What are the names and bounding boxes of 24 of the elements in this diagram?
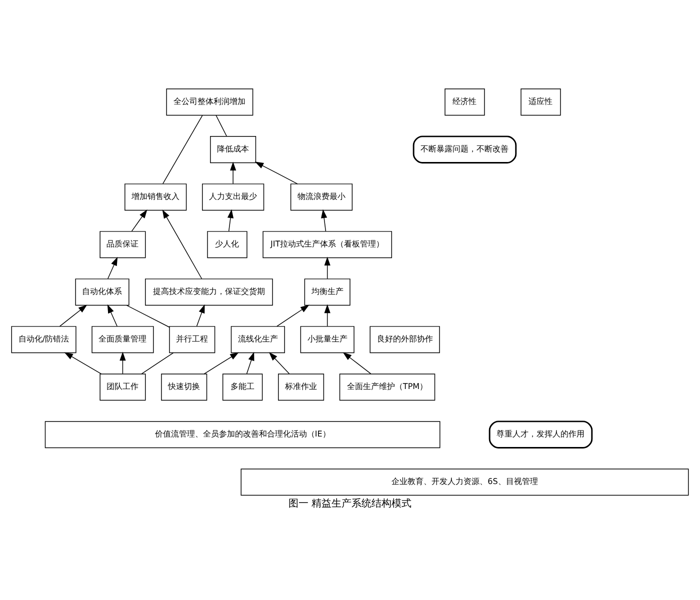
arrow [120,351,126,374]
arrow [230,161,236,184]
arrow [246,351,254,374]
connector [126,304,170,328]
arrow [59,304,88,326]
arrow [107,256,118,279]
connector [141,352,174,374]
connector [162,114,203,184]
arrow [324,304,330,326]
arrow [107,304,118,326]
arrow [162,209,202,279]
caption: 图一 精益生产系统结构模式 [288,498,412,509]
arrow [227,208,234,232]
arrow [276,304,310,326]
arrow [324,256,330,279]
arrow [321,208,328,232]
arrow [204,352,239,374]
connector [216,114,228,136]
arrow [64,352,102,374]
arrow [196,304,205,326]
arrow [342,352,372,374]
arrow [268,352,290,374]
arrow [131,208,148,232]
arrow [254,161,298,184]
